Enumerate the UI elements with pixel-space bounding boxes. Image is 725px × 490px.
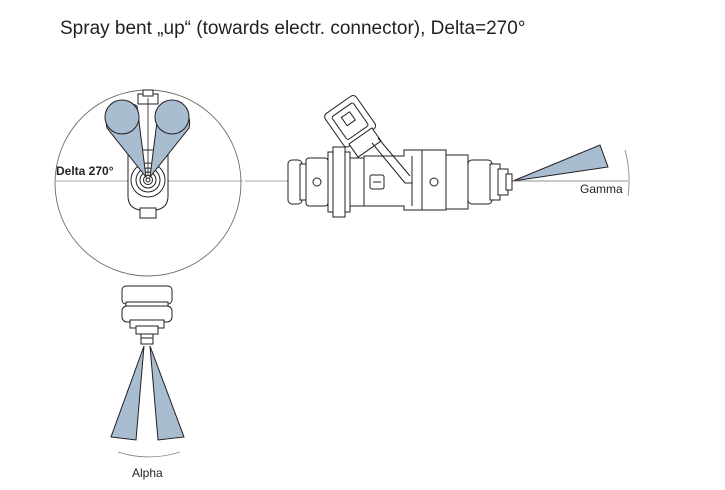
top-view	[54, 89, 243, 277]
bottom-view	[110, 285, 185, 458]
alpha-label: Alpha	[132, 466, 163, 480]
spray-cone-alpha-left	[110, 345, 145, 441]
spray-cone-side	[512, 144, 609, 182]
gamma-angle-arc	[624, 149, 630, 197]
spray-cone-alpha-right	[149, 345, 185, 441]
alpha-angle-arc	[117, 451, 181, 458]
delta-label: Delta 270°	[56, 164, 114, 178]
gamma-label: Gamma	[580, 182, 623, 196]
side-view	[245, 95, 630, 218]
page-title: Spray bent „up“ (towards electr. connect…	[60, 18, 526, 39]
